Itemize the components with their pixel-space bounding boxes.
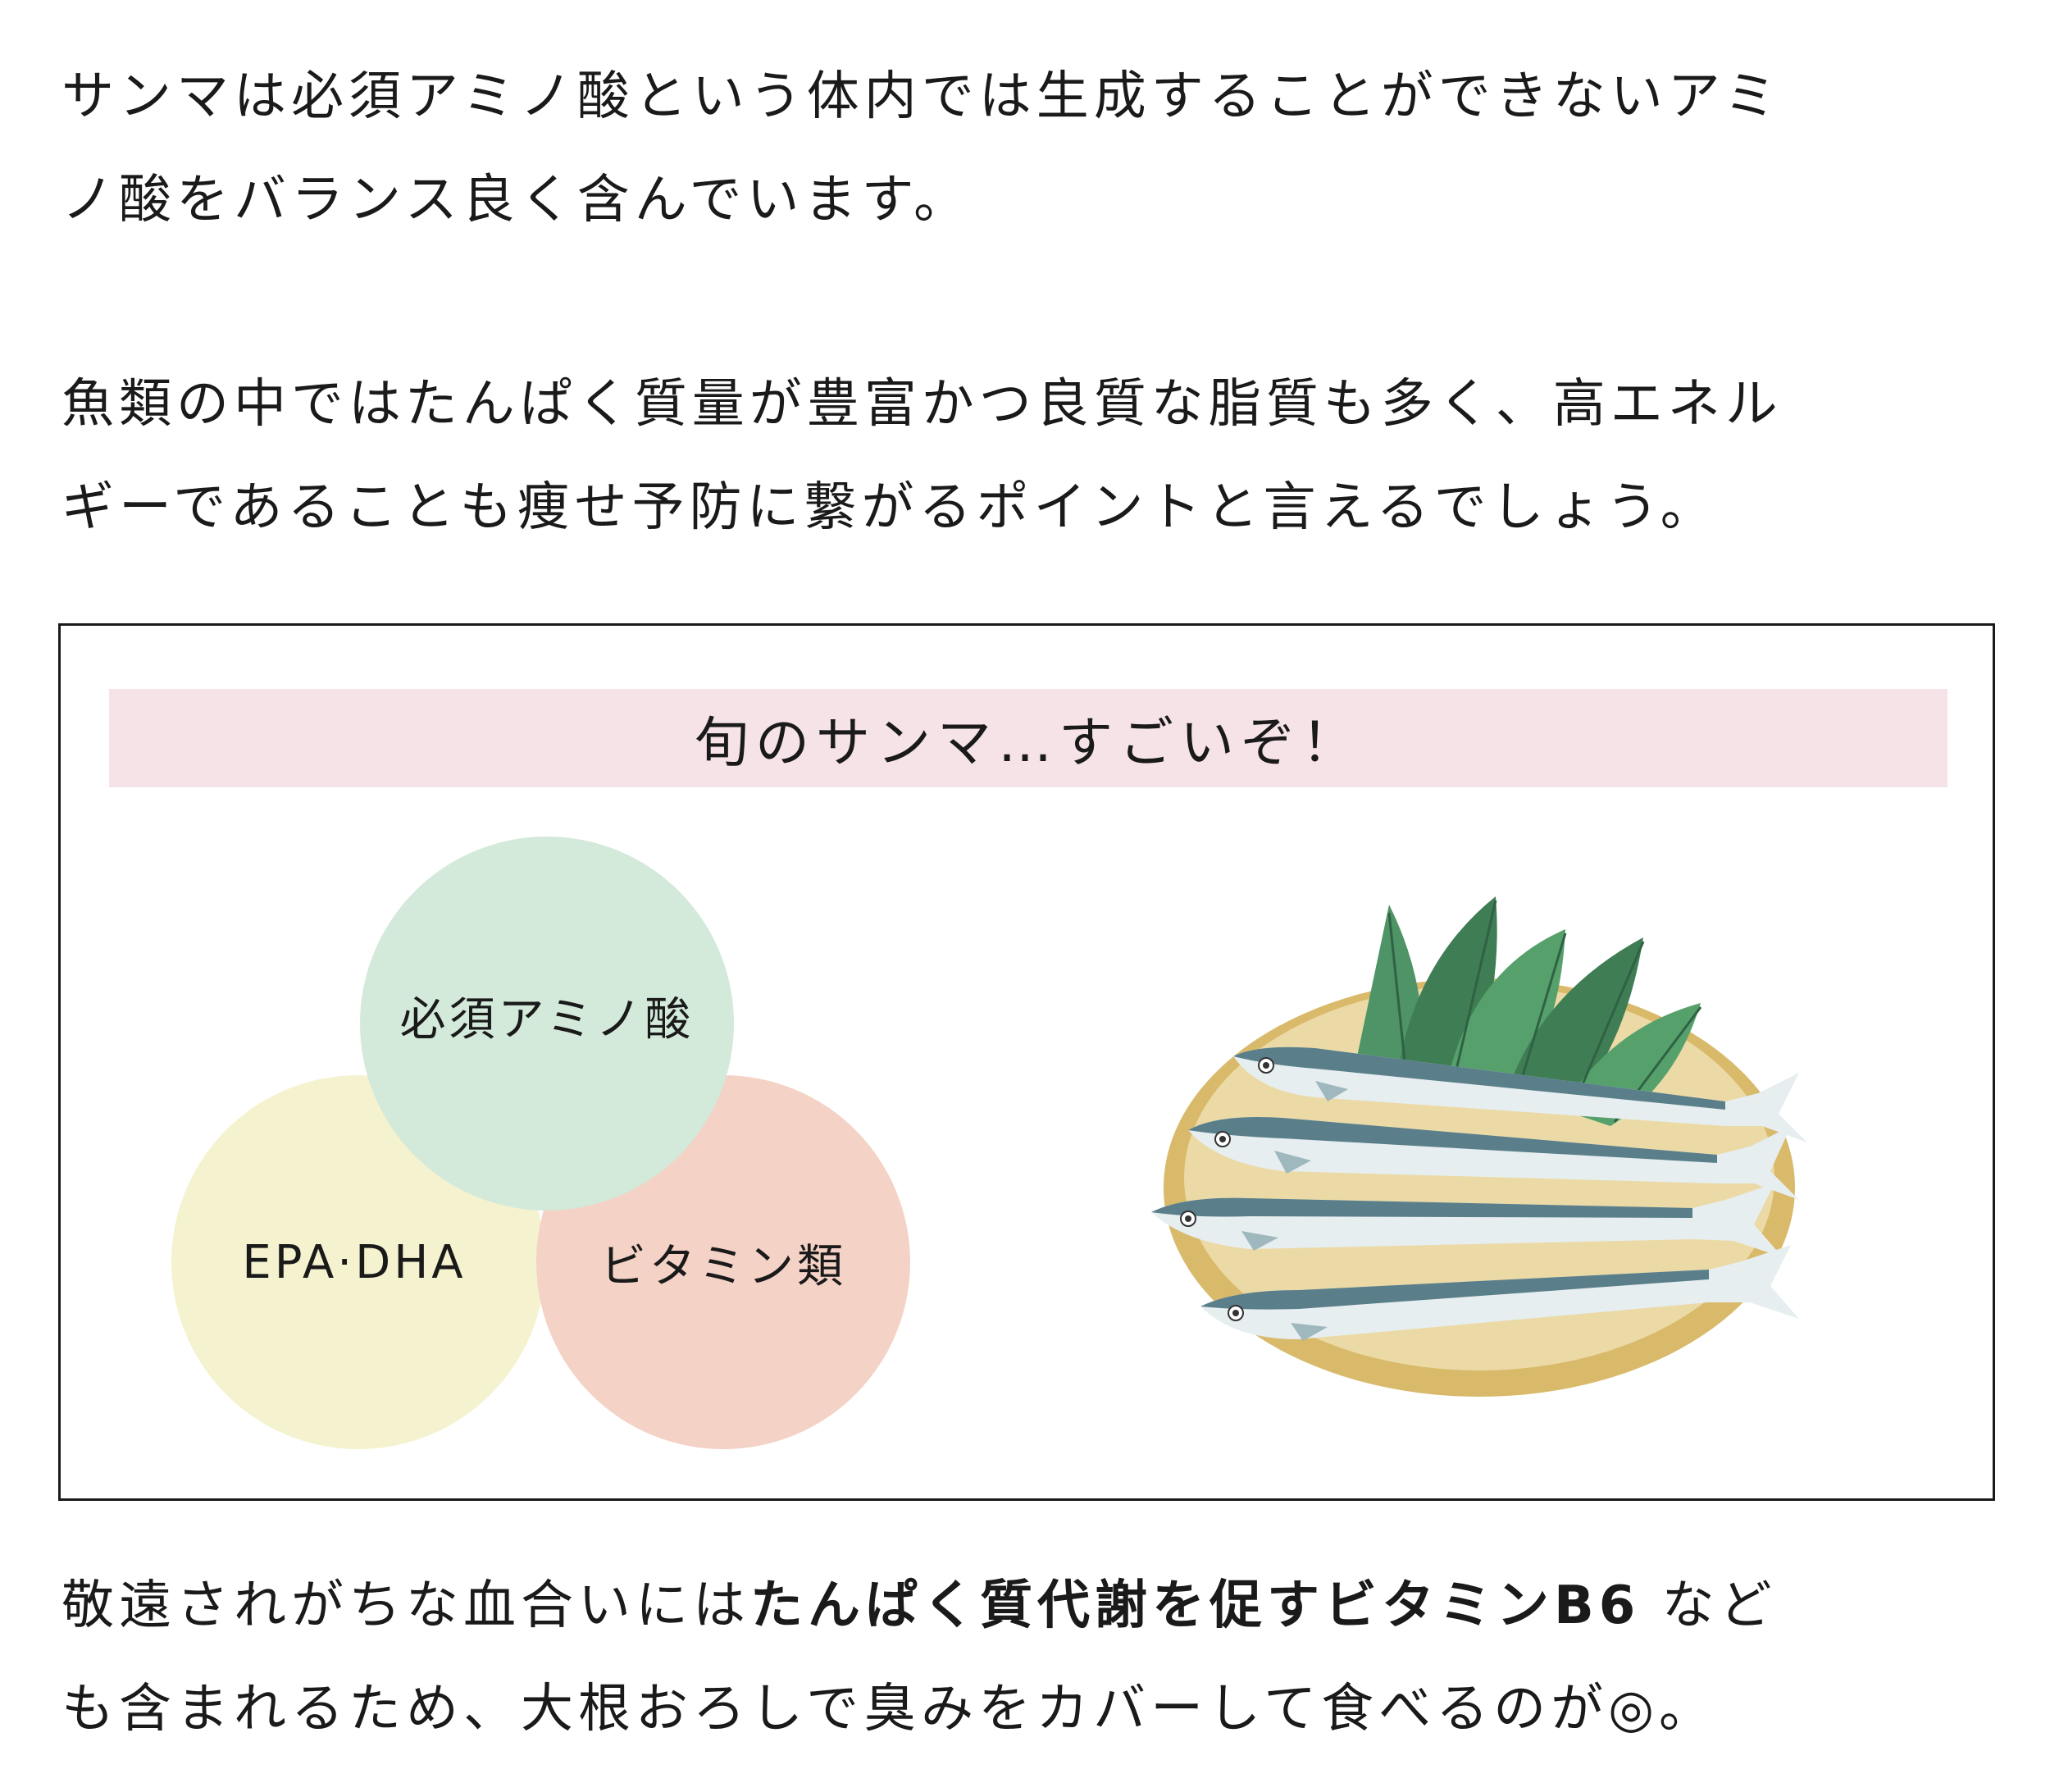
- circle-label-vitamins: ビタミン類: [600, 1239, 846, 1293]
- fish-icon: [1233, 1046, 1807, 1142]
- protein-paragraph: 魚類の中ではたんぱく質量が豊富かつ良質な脂質も多く、高エネル ギーであることも痩…: [61, 353, 1997, 559]
- paragraph-line: 魚類の中ではたんぱく質量が豊富かつ良質な脂質も多く、高エネル: [61, 374, 1783, 435]
- paragraph-line: ノ酸をバランス良く含んでいます。: [61, 170, 972, 230]
- circle-label-epa-dha: EPA·DHA: [242, 1235, 467, 1289]
- fish-icon: [1188, 1117, 1799, 1200]
- paragraph-text: 敬遠されがちな血合いには: [61, 1575, 750, 1636]
- paragraph-line: も含まれるため、大根おろしで臭みをカバーして食べるのが◎。: [61, 1679, 1717, 1740]
- paragraph-line: ギーであることも痩せ予防に繋がるポイントと言えるでしょう。: [61, 477, 1718, 538]
- paragraph-line: サンマは必須アミノ酸という体内では生成することができないアミ: [61, 66, 1782, 127]
- highlighted-text: たんぱく質代謝を促すビタミンB6: [750, 1575, 1641, 1636]
- fish-icon: [1151, 1183, 1783, 1257]
- circle-essential-amino-acids: 必須アミノ酸: [360, 837, 734, 1211]
- paragraph-line: 敬遠されがちな血合いにはたんぱく質代謝を促すビタミンB6 など: [61, 1554, 1997, 1657]
- sanma-on-plate-illustration: [1151, 896, 1807, 1397]
- intro-paragraph: サンマは必須アミノ酸という体内では生成することができないアミ ノ酸をバランス良く…: [61, 45, 1997, 252]
- box-title: 旬のサンマ…すごいぞ！: [109, 689, 1947, 787]
- blood-meat-paragraph: 敬遠されがちな血合いにはたんぱく質代謝を促すビタミンB6 など も含まれるため、…: [61, 1554, 1997, 1761]
- fish-icon: [1200, 1245, 1799, 1341]
- paragraph-text: など: [1661, 1575, 1777, 1636]
- nutrition-info-box: 旬のサンマ…すごいぞ！ EPA·DHA ビタミン類 必須アミノ酸: [58, 623, 1995, 1501]
- circle-label-amino: 必須アミノ酸: [399, 992, 695, 1046]
